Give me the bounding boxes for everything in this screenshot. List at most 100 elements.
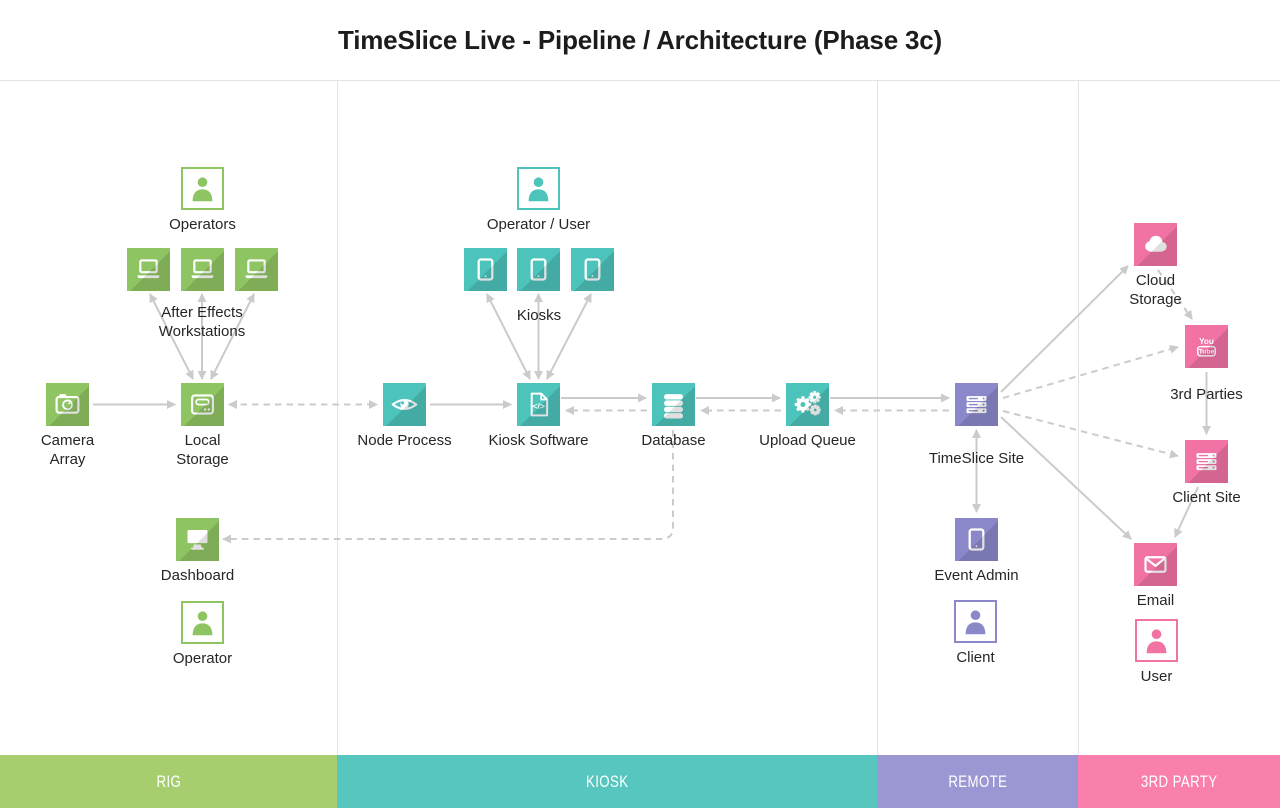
laptop-icon [137, 259, 160, 279]
icon-long-shadow [652, 383, 695, 426]
label-timeslice-site: TimeSlice Site [928, 450, 1025, 467]
icon-long-shadow [1134, 543, 1177, 586]
node-workstation-2 [181, 248, 224, 291]
section-rig: RIG [0, 755, 337, 808]
label-database: Database [641, 432, 706, 449]
label-node-process: Node Process [357, 432, 452, 449]
node-client [954, 600, 997, 643]
person-icon [965, 610, 986, 635]
label-email: Email [1136, 592, 1175, 609]
node-operator [181, 601, 224, 644]
camera-icon [55, 394, 80, 414]
connector-solid [1000, 416, 1132, 540]
node-email [1134, 543, 1177, 586]
icon-long-shadow [464, 248, 507, 291]
section-label: KIOSK [585, 771, 629, 791]
column-divider [877, 80, 878, 755]
node-kiosk-1 [464, 248, 507, 291]
icon-long-shadow [786, 383, 829, 426]
label-camera-array: Camera Array [40, 432, 95, 468]
icon-long-shadow [383, 383, 426, 426]
gears-icon [794, 391, 821, 416]
node-workstation-1 [127, 248, 170, 291]
icon-long-shadow [517, 383, 560, 426]
cloud-icon [1145, 235, 1167, 252]
person-icon [192, 611, 213, 636]
diagram-title: TimeSlice Live - Pipeline / Architecture… [338, 25, 942, 55]
section-label: REMOTE [947, 771, 1008, 791]
node-user [1135, 619, 1178, 662]
label-kiosks: Kiosks [516, 307, 562, 324]
label-dashboard: Dashboard [160, 567, 235, 584]
tablet-icon [530, 258, 547, 281]
node-kiosk-3 [571, 248, 614, 291]
icon-long-shadow [46, 383, 89, 426]
monitor-icon [187, 529, 208, 550]
node-node-process [383, 383, 426, 426]
label-operators: Operators [169, 216, 236, 233]
node-upload-queue [786, 383, 829, 426]
icon-long-shadow [176, 518, 219, 561]
label-upload-queue: Upload Queue [759, 432, 856, 449]
section-bar: RIG KIOSK REMOTE 3RD PARTY [0, 755, 1280, 808]
envelope-icon [1144, 556, 1167, 573]
node-workstation-3 [235, 248, 278, 291]
server-icon [966, 396, 987, 414]
label-after-effects: After Effects Workstations [158, 304, 246, 340]
database-icon [663, 394, 684, 419]
svg-text:You: You [1199, 337, 1214, 346]
node-kiosk-2 [517, 248, 560, 291]
node-dashboard [176, 518, 219, 561]
eye-icon [391, 399, 418, 410]
server-icon [1196, 453, 1217, 471]
column-divider [1078, 80, 1079, 755]
icon-long-shadow [517, 248, 560, 291]
label-client: Client [956, 649, 995, 666]
icon-long-shadow [571, 248, 614, 291]
tablet-icon [584, 258, 601, 281]
node-operator-user [517, 167, 560, 210]
label-local-storage: Local Storage [176, 432, 229, 468]
laptop-icon [191, 259, 214, 279]
label-event-admin: Event Admin [934, 567, 1019, 584]
svg-text:Tube: Tube [1199, 349, 1215, 356]
node-client-site [1185, 440, 1228, 483]
node-camera-array [46, 383, 89, 426]
section-label: 3RD PARTY [1140, 771, 1218, 791]
icon-long-shadow [181, 248, 224, 291]
youtube-icon: You Tube [1196, 337, 1217, 357]
icon-long-shadow [127, 248, 170, 291]
person-icon [1146, 629, 1167, 654]
column-divider [337, 80, 338, 755]
person-icon [528, 177, 549, 202]
icon-long-shadow [1134, 223, 1177, 266]
codefile-icon: </> [530, 392, 549, 417]
node-kiosk-software: </> [517, 383, 560, 426]
node-cloud-storage [1134, 223, 1177, 266]
svg-text:</>: </> [532, 401, 544, 411]
label-operator-user: Operator / User [486, 216, 591, 233]
person-icon [192, 177, 213, 202]
label-operator: Operator [172, 650, 233, 667]
icon-long-shadow [955, 383, 998, 426]
section-remote: REMOTE [877, 755, 1078, 808]
node-timeslice-site [955, 383, 998, 426]
icon-long-shadow [1185, 440, 1228, 483]
label-kiosk-software: Kiosk Software [488, 432, 589, 449]
header: TimeSlice Live - Pipeline / Architecture… [0, 0, 1280, 81]
node-local-storage [181, 383, 224, 426]
section-kiosk: KIOSK [337, 755, 877, 808]
icon-long-shadow [955, 518, 998, 561]
icon-long-shadow [235, 248, 278, 291]
label-user: User [1140, 668, 1173, 685]
label-youtube: 3rd Parties [1170, 386, 1243, 403]
label-cloud-storage: Cloud Storage [1129, 272, 1182, 308]
node-operators [181, 167, 224, 210]
section-3rd-party: 3RD PARTY [1078, 755, 1280, 808]
laptop-icon [245, 259, 268, 279]
section-label: RIG [156, 771, 181, 791]
icon-long-shadow [1185, 325, 1228, 368]
node-event-admin [955, 518, 998, 561]
icon-long-shadow [181, 383, 224, 426]
